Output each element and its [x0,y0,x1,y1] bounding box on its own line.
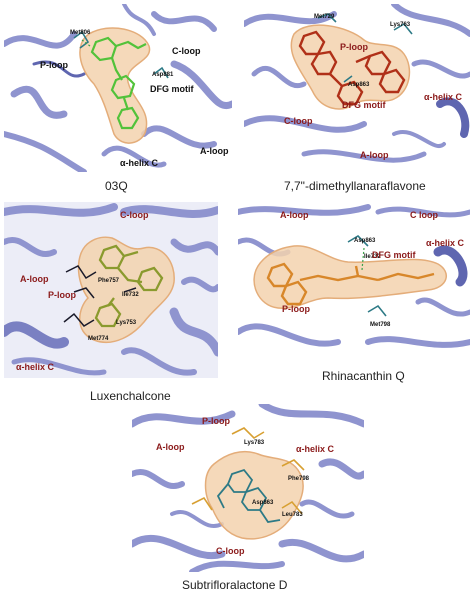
ligand-surface [290,24,411,110]
protein-ribbon [4,4,232,172]
ligand-dimethyllanaraflavone [298,30,406,106]
label-dfg-motif: DFG motif [342,100,386,110]
label-p-loop: P-loop [282,304,310,314]
residue-label-4: Met774 [88,336,109,342]
label-a-loop: A-loop [20,274,49,284]
label-alpha-helix-c: α-helix C [426,238,465,248]
caption-subtrifloralactone-d: Subtrifloralactone D [182,578,288,592]
panel-subtrifloralactone-d: Lys783 Phe798 Asp863 Leu783 P-loop A-loo… [132,404,364,572]
caption-dimethyllanaraflavone: 7,7"-dimethyllanaraflavone [284,179,426,193]
caption-rhinacanthin-q: Rhinacanthin Q [322,369,405,383]
label-alpha-helix-c: α-helix C [120,158,159,168]
docking-image-rhinacanthin-q: Asp863 Ile732 Met798 A-loop C loop α-hel… [238,204,470,348]
protein-ribbon [4,203,218,376]
label-dfg-motif: DFG motif [150,84,194,94]
docking-image-luxenchalcone: Phe757 Ile732 Lys753 Met774 C-loop A-loo… [4,202,218,378]
label-a-loop: A-loop [360,150,389,160]
residue-label-3: Asp863 [348,82,370,88]
ligand-03q [90,36,147,130]
residue-label-2: Ile732 [122,292,139,298]
label-p-loop: P-loop [40,60,68,70]
panel-rhinacanthin-q: Asp863 Ile732 Met798 A-loop C loop α-hel… [238,202,470,352]
label-c-loop: C-loop [216,546,245,556]
residue-label-3: Asp863 [252,500,274,506]
label-alpha-helix-c: α-helix C [424,92,463,102]
residue-sticks [63,265,137,327]
residue-label-2: Lys763 [390,22,411,28]
label-a-loop: A-loop [200,146,229,156]
residue-label-1: Phe757 [98,278,120,284]
protein-ribbon [238,204,470,348]
label-p-loop: P-loop [340,42,368,52]
residue-label-4: Leu783 [282,512,303,518]
residue-label-1: Met729 [314,14,335,20]
protein-ribbon [244,4,470,163]
residue-label-2: Phe798 [288,476,310,482]
label-a-loop: A-loop [156,442,185,452]
residue-sticks [73,30,169,79]
ligand-subtrifloralactone-d [216,468,281,523]
residue-label-3: Met798 [370,322,391,328]
residue-label-1: Lys783 [244,440,265,446]
label-c-loop: C-loop [120,210,149,220]
label-a-loop: A-loop [280,210,309,220]
caption-03q: 03Q [105,179,128,193]
panel-dimethyllanaraflavone: Met729 Lys763 Asp863 P-loop DFG motif C-… [244,4,470,172]
label-c-loop: C-loop [172,46,201,56]
residue-label-3: Lys753 [116,320,137,326]
docking-image-subtrifloralactone-d: Lys783 Phe798 Asp863 Leu783 P-loop A-loo… [132,404,364,572]
panel-03q: Met806 Asp881 P-loop C-loop DFG motif A-… [4,4,232,172]
residue-label-1: Asp863 [354,238,376,244]
caption-luxenchalcone: Luxenchalcone [90,389,171,403]
residue-sticks [317,13,413,83]
label-alpha-helix-c: α-helix C [296,444,335,454]
label-alpha-helix-c: α-helix C [16,362,55,372]
residue-label-2: Ile732 [364,254,381,260]
label-p-loop: P-loop [48,290,76,300]
ligand-surface [204,450,304,540]
residue-label-1: Met806 [70,30,91,36]
protein-ribbon [132,404,364,572]
residue-sticks [347,234,387,317]
docking-image-03q: Met806 Asp881 P-loop C-loop DFG motif A-… [4,4,232,172]
docking-image-dimethyllanaraflavone: Met729 Lys763 Asp863 P-loop DFG motif C-… [244,4,470,163]
panel-luxenchalcone: Phe757 Ile732 Lys753 Met774 C-loop A-loo… [4,202,218,378]
label-dfg-motif: DFG motif [372,250,416,260]
residue-sticks [191,427,305,515]
ligand-luxenchalcone [94,244,164,328]
residue-label-2: Asp881 [152,72,174,78]
ligand-rhinacanthin-q [266,262,435,306]
label-c-loop: C loop [410,210,438,220]
label-c-loop: C-loop [284,116,313,126]
label-p-loop: P-loop [202,416,230,426]
